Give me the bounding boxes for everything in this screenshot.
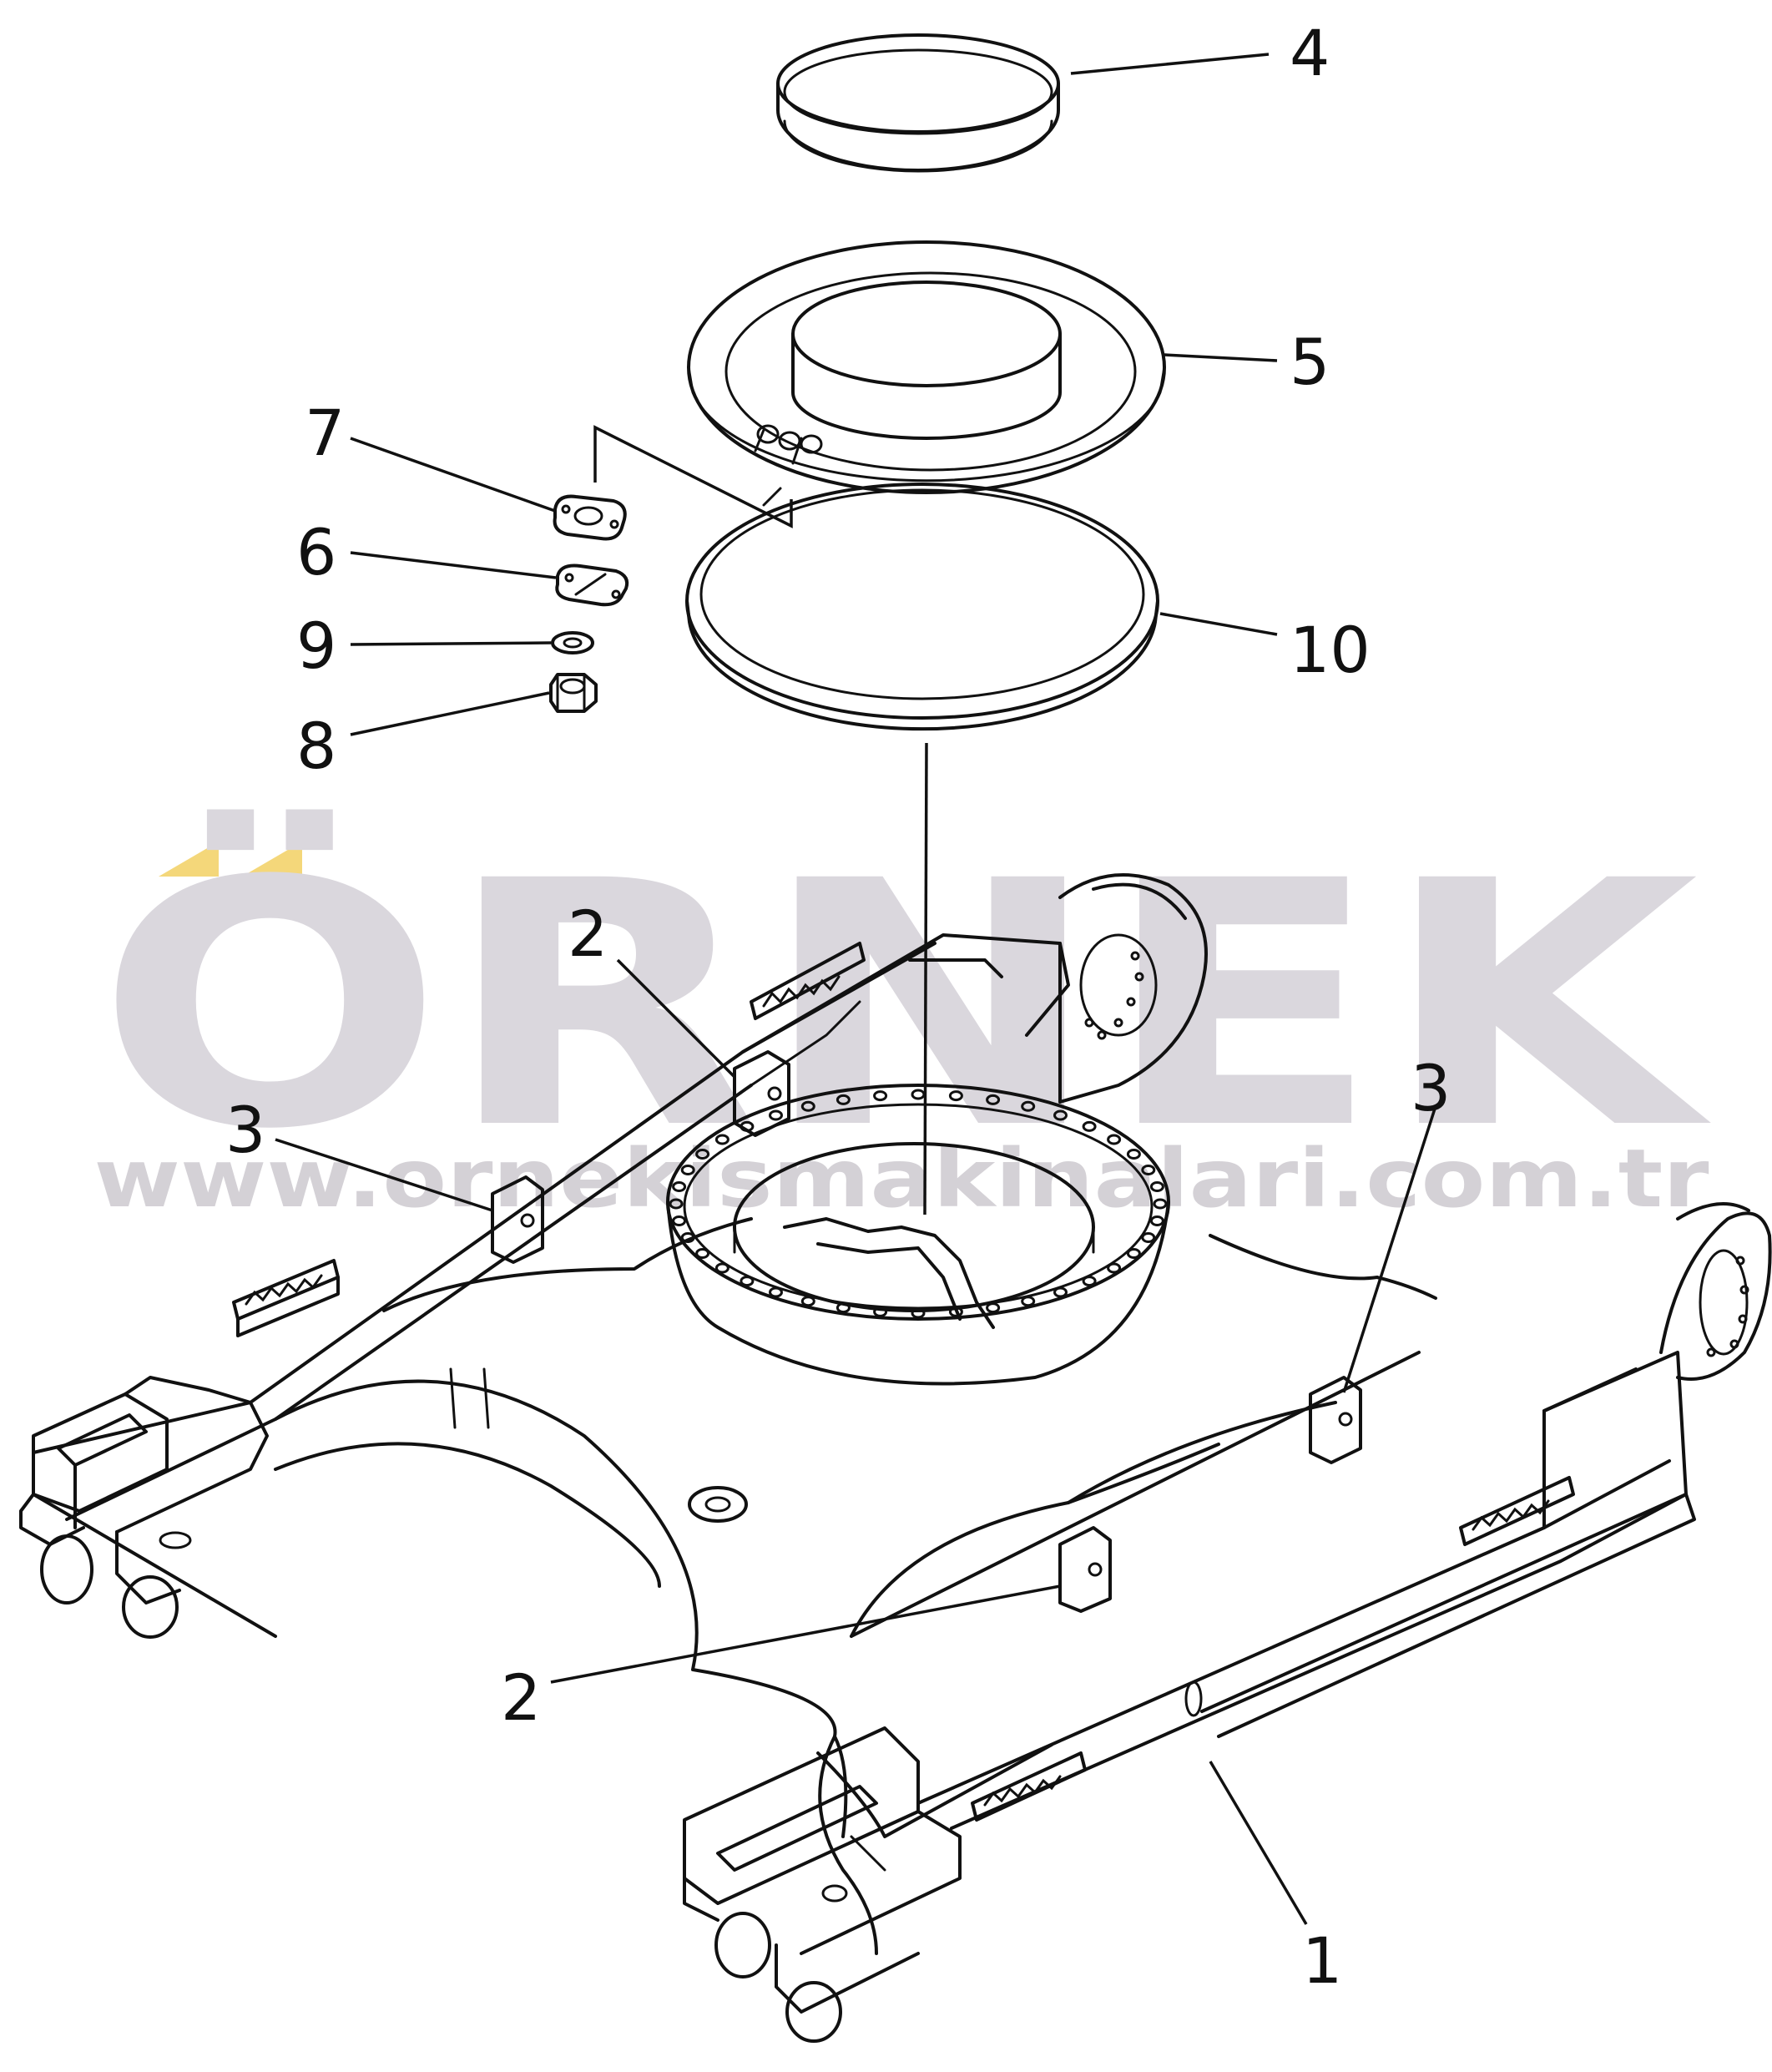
watermark-brand: ÖRNEK — [96, 806, 1714, 1203]
bolt-hole — [680, 1165, 695, 1175]
leader-5 — [1164, 353, 1278, 362]
bolt-hole — [873, 1306, 888, 1317]
o-ring-part-10 — [685, 483, 1159, 731]
bolt-hole — [948, 1306, 963, 1317]
watermark-umlaut-left — [159, 841, 219, 877]
bolt-hole — [800, 1296, 815, 1307]
bolt-hole — [680, 1232, 695, 1243]
bolt-holes — [669, 1089, 1168, 1319]
bolt-hole — [740, 1276, 755, 1287]
callout-4: 4 — [1290, 16, 1330, 90]
callout-7: 7 — [305, 396, 345, 470]
bolt-hole — [1053, 1286, 1068, 1298]
leader-2-bottom — [550, 1584, 1061, 1684]
callout-10: 10 — [1290, 613, 1371, 687]
bolt-hole — [695, 1248, 710, 1259]
bolt-hole — [800, 1100, 815, 1112]
nut-part-8 — [549, 673, 598, 713]
callout-2-top: 2 — [568, 897, 608, 971]
bolt-hole — [672, 1181, 687, 1192]
bolt-hole — [695, 1149, 710, 1160]
bolt-hole — [740, 1120, 755, 1132]
bolt-hole — [1141, 1165, 1156, 1175]
bolt-hole — [1153, 1198, 1168, 1210]
watermark-url: www.ornekismakinalari.com.tr — [94, 1132, 1710, 1226]
bolt-hole — [669, 1198, 684, 1210]
leader-9 — [350, 641, 552, 646]
bolt-hole — [836, 1094, 851, 1105]
watermark: ÖRNEK www.ornekismakinalari.com.tr — [94, 806, 1714, 1226]
callout-6: 6 — [296, 515, 336, 589]
leader-4 — [1070, 53, 1270, 75]
callout-labels: 4 5 7 6 9 8 10 2 3 3 2 1 — [225, 16, 1451, 1998]
bolt-hole — [1149, 1215, 1164, 1226]
callout-3-right: 3 — [1411, 1051, 1451, 1125]
bolt-hole — [714, 1262, 729, 1274]
bolt-hole — [1126, 1248, 1141, 1259]
bolt-hole — [1021, 1100, 1036, 1112]
callout-3-left: 3 — [225, 1093, 265, 1167]
washer-part-9 — [551, 631, 594, 654]
bolt-hole — [986, 1094, 1001, 1105]
leader-2-top — [616, 958, 736, 1079]
bolt-hole — [1053, 1109, 1068, 1121]
callout-9: 9 — [296, 609, 336, 683]
bolt-hole — [1126, 1149, 1141, 1160]
callout-2-bottom: 2 — [501, 1660, 541, 1735]
plate-part-6 — [555, 563, 629, 607]
bolt-hole — [1149, 1181, 1164, 1192]
watermark-umlaut-right — [242, 841, 302, 877]
leader-1 — [1209, 1761, 1308, 1925]
leader-8 — [350, 691, 550, 736]
bolt-hole — [873, 1090, 888, 1102]
bolt-hole — [1107, 1134, 1122, 1145]
bolt-hole — [948, 1090, 963, 1102]
bolt-hole — [1141, 1232, 1156, 1243]
bolt-hole — [986, 1302, 1001, 1314]
bolt-hole — [672, 1215, 687, 1226]
bolt-hole — [1107, 1262, 1122, 1274]
bolt-hole — [1082, 1120, 1097, 1132]
plate-part-7 — [553, 494, 627, 541]
seal-ring-part-4 — [776, 33, 1060, 173]
bolt-hole — [1082, 1276, 1097, 1287]
bolt-hole — [911, 1089, 926, 1100]
callout-8: 8 — [296, 709, 336, 783]
leader-3-left — [275, 1138, 493, 1212]
callout-1: 1 — [1302, 1923, 1342, 1998]
bolt-hole — [769, 1109, 783, 1121]
leader-6 — [350, 551, 557, 579]
callout-5: 5 — [1290, 325, 1330, 399]
bolt-hole — [1021, 1296, 1036, 1307]
bolt-hole — [911, 1307, 926, 1319]
leader-3-right — [1342, 1105, 1437, 1393]
track-frame-part-1 — [19, 873, 1772, 2043]
leader-7 — [350, 437, 556, 513]
bolt-hole — [836, 1302, 851, 1314]
swing-cover-part-5 — [687, 240, 1166, 494]
leader-10 — [1159, 612, 1278, 636]
bolt-hole — [714, 1134, 729, 1145]
bolt-hole — [769, 1286, 783, 1298]
leader-lines — [275, 53, 1437, 1925]
